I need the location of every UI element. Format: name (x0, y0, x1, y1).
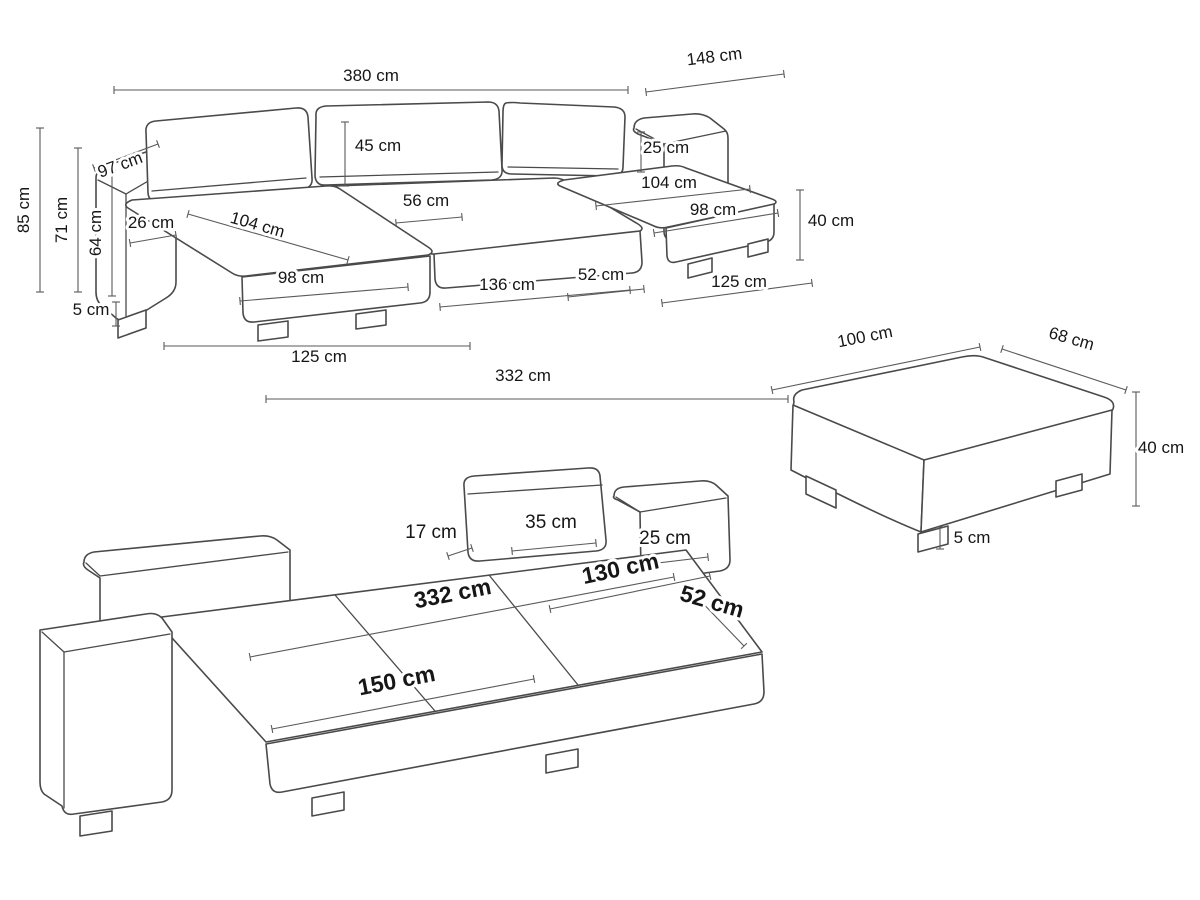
ottoman-leg-left (805, 475, 837, 509)
dim-label-right-armrest-width: 25 cm (643, 138, 689, 157)
dim-line-bed-corner-width (688, 588, 748, 650)
dim-label-back-height: 71 cm (52, 197, 71, 243)
dim-line-chaise-overall-depth (644, 69, 786, 97)
dim-line-right-chaise-seat-length (595, 184, 751, 211)
dim-label-ottoman-depth: 68 cm (1047, 323, 1097, 354)
right-chaise-leg-front (687, 257, 713, 279)
ottoman-leg-right (1055, 473, 1083, 498)
dim-label-right-chaise-seat-length: 104 cm (641, 173, 697, 192)
dim-line-right-chaise-length (660, 278, 814, 308)
bed-right-armrest-top-edge (615, 496, 727, 513)
dim-label-ottoman-height: 40 cm (1138, 438, 1184, 457)
back-cushion-left (145, 107, 313, 203)
dim-line-ottoman-depth (1000, 345, 1128, 394)
dim-line-bed-back-cushion-height (511, 538, 597, 556)
sofa-bed-view: 17 cm 35 cm 25 cm 130 cm 332 cm 52 cm 15… (39, 467, 765, 837)
bed-back-cushion (463, 467, 607, 562)
dim-label-bed-back-cushion-height: 35 cm (525, 512, 577, 533)
dim-label-leg-height: 5 cm (73, 300, 110, 319)
left-chaise-leg-right (355, 309, 387, 330)
dim-label-ottoman-length: 100 cm (836, 322, 894, 351)
dim-line-corner-seat-width (567, 284, 645, 302)
dim-label-overall-width: 380 cm (343, 66, 399, 85)
dim-line-middle-seat-width (439, 285, 631, 312)
left-armrest-leg (117, 309, 147, 339)
back-cushion-right (501, 101, 626, 177)
dim-line-left-chaise-seat-width (239, 282, 409, 306)
dim-label-back-cushion-height: 45 cm (355, 136, 401, 155)
dim-line-bed-length (248, 572, 676, 662)
dim-line-armrest-width (128, 230, 178, 248)
dim-label-overall-depth: 332 cm (495, 366, 551, 385)
right-armrest-top-edge (635, 128, 727, 145)
dim-line-bed-armrest-width (630, 552, 710, 571)
dim-line-armrest-top-depth (92, 140, 160, 172)
back-cushion-left-seam (151, 177, 307, 192)
dim-label-armrest-height: 64 cm (86, 210, 105, 256)
dim-label-middle-seat-depth: 56 cm (403, 191, 449, 210)
right-chaise-leg-side (747, 238, 769, 258)
dim-label-bed-armrest-width: 25 cm (639, 528, 691, 549)
dim-line-left-chaise-seat-length (186, 210, 350, 264)
bed-left-armrest-block (39, 612, 173, 816)
dim-label-ottoman-leg-height: 5 cm (954, 528, 991, 547)
dim-line-bed-width (270, 674, 536, 734)
dim-label-right-chaise-length: 125 cm (711, 272, 767, 291)
dim-line-ottoman-length (770, 342, 982, 395)
middle-seat-front (433, 230, 643, 289)
dim-label-left-chaise-seat-width: 98 cm (278, 268, 324, 287)
ottoman-view: 100 cm 68 cm 40 cm 5 cm (770, 319, 1187, 553)
back-cushion-right-seam (507, 166, 619, 170)
bed-back-cushion-seam (467, 484, 603, 495)
ottoman-right-face (920, 409, 1113, 533)
dim-label-middle-seat-width: 136 cm (479, 275, 535, 294)
dim-line-right-chaise-seat-width (652, 208, 780, 238)
dim-label-corner-seat-width: 52 cm (578, 265, 624, 284)
bed-leg-right (545, 748, 579, 774)
sofa-top-view: 380 cm 148 cm 85 cm 71 cm 64 cm 97 cm 26… (11, 41, 857, 403)
dim-label-seat-height: 40 cm (808, 211, 854, 230)
back-cushion-middle-seam (319, 171, 499, 178)
dim-label-chaise-overall-depth: 148 cm (686, 44, 744, 70)
dim-line-middle-seat-depth (395, 212, 463, 228)
bed-leg-left (311, 791, 345, 817)
dim-line-back-cushion-thickness (446, 544, 474, 560)
dim-label-armrest-width: 26 cm (128, 213, 174, 232)
bed-left-back-cushion-top-edge (85, 551, 289, 577)
left-chaise-leg-left (257, 320, 289, 342)
dim-label-overall-height: 85 cm (14, 187, 33, 233)
dim-label-left-chaise-length: 125 cm (291, 347, 347, 366)
bed-left-armrest-leg (79, 810, 113, 837)
dim-label-back-cushion-thickness: 17 cm (405, 522, 457, 543)
dim-label-right-chaise-seat-width: 98 cm (690, 200, 736, 219)
